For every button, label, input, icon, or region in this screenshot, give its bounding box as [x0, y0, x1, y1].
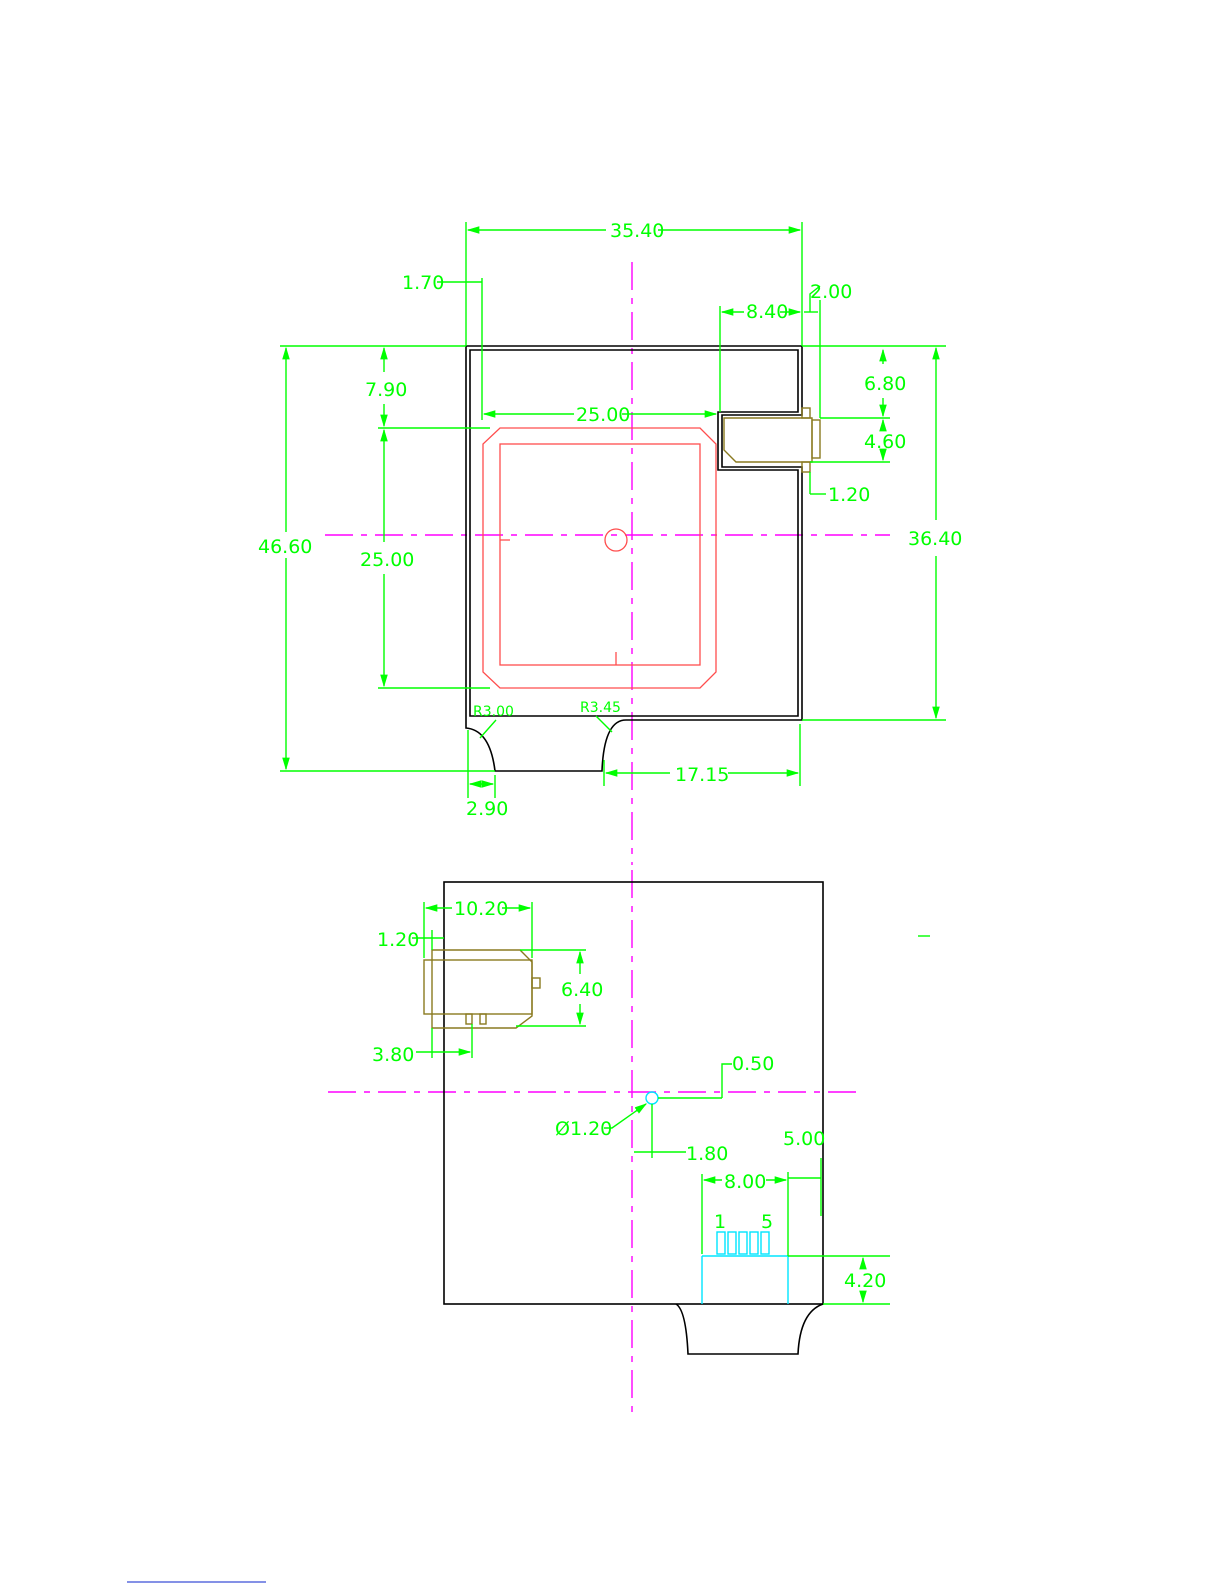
top-board-outline: [466, 346, 802, 771]
mounting-hole-icon: [646, 1092, 658, 1104]
antenna-feed-icon: [605, 529, 627, 551]
pad-1: [717, 1232, 725, 1254]
top-connector-tip: [812, 420, 820, 458]
dim-hole-diameter: Ø1.20: [555, 1118, 612, 1140]
dim-left-offset: 1.70: [402, 272, 444, 294]
dim-connector-top: 6.80: [864, 373, 906, 395]
top-board-inner-outline: [470, 350, 798, 716]
pin-label-first: 1: [714, 1211, 726, 1233]
top-view: 35.40 1.70 8.40 2.00 46.60: [258, 220, 962, 865]
top-dimensions: 35.40 1.70 8.40 2.00 46.60: [258, 220, 962, 820]
bottom-connector-outline: [432, 950, 532, 1028]
dim-radius-left: R3.00: [473, 704, 514, 720]
dim-radius-right: R3.45: [580, 700, 621, 716]
pad-3: [739, 1232, 747, 1254]
dim-pad-height: 4.20: [844, 1270, 886, 1292]
dim-width-total: 35.40: [610, 220, 664, 242]
bottom-connector-pin-a: [466, 1014, 472, 1024]
dim-tab-offset: 2.90: [466, 798, 508, 820]
top-connector-body: [724, 418, 812, 462]
dim-antenna-height: 25.00: [360, 549, 414, 571]
bottom-board-outline: [444, 882, 823, 1304]
dim-tab-right: 17.15: [675, 764, 729, 786]
bottom-view: 1 5 10.20 1.20 6.40 3.80: [328, 870, 930, 1412]
bottom-connector-pin-b: [480, 1014, 486, 1024]
dim-antenna-top: 7.90: [365, 379, 407, 401]
top-connector-tab-bottom: [802, 462, 810, 472]
dim-body-height: 36.40: [908, 528, 962, 550]
dim-connector-pin-offset: 3.80: [372, 1044, 414, 1066]
bottom-connector-body: [424, 960, 532, 1014]
dim-connector-gap: 1.20: [828, 484, 870, 506]
pad-5: [761, 1232, 769, 1254]
dim-connector-height: 4.60: [864, 431, 906, 453]
dim-connector-depth: 8.40: [746, 301, 788, 323]
antenna-outer: [483, 428, 716, 688]
bottom-dimensions: 10.20 1.20 6.40 3.80 0.50 Ø1.20: [372, 898, 890, 1304]
pad-2: [728, 1232, 736, 1254]
pin-label-last: 5: [761, 1211, 773, 1233]
dim-connector-height-bottom: 6.40: [561, 979, 603, 1001]
dim-height-total: 46.60: [258, 536, 312, 558]
dim-connector-overhang: 2.00: [810, 281, 852, 303]
dim-connector-offset: 1.20: [377, 929, 419, 951]
dim-pad-edge: 5.00: [783, 1128, 825, 1150]
pad-array: [702, 1232, 788, 1304]
dim-hole-offset-y: 0.50: [732, 1053, 774, 1075]
pad-4: [750, 1232, 758, 1254]
bottom-board-tab: [676, 1304, 823, 1354]
dim-hole-offset-x: 1.80: [686, 1143, 728, 1165]
dim-connector-width: 10.20: [454, 898, 508, 920]
antenna-inner: [500, 444, 700, 665]
bottom-connector-tip: [532, 978, 540, 988]
dim-antenna-width: 25.00: [576, 404, 630, 426]
dim-pad-width: 8.00: [724, 1171, 766, 1193]
top-connector-tab-top: [802, 408, 810, 418]
